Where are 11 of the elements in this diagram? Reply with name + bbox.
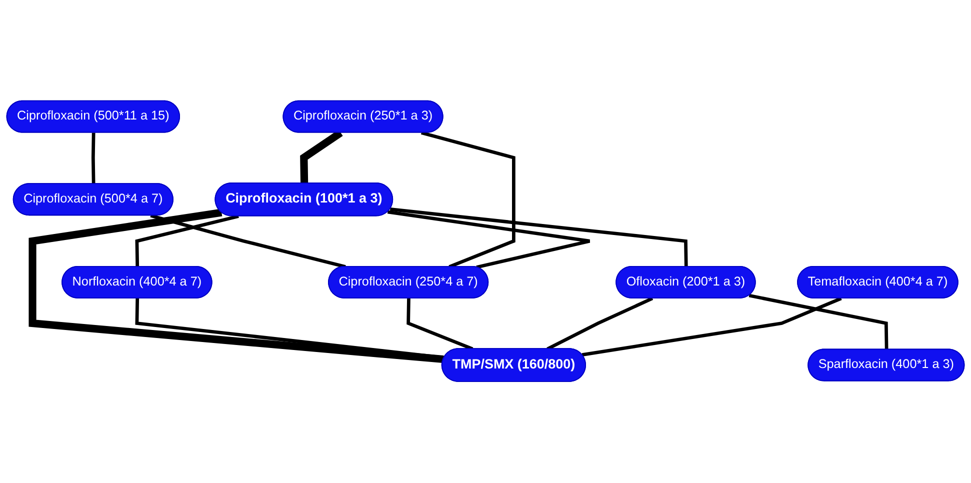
connector: [406, 298, 474, 351]
connector: [546, 297, 654, 351]
connector: [582, 297, 842, 357]
connector: [387, 210, 592, 270]
connector: [420, 132, 516, 269]
connector: [748, 294, 888, 350]
connector: [390, 208, 688, 268]
connector: [28, 209, 444, 364]
connector: [135, 214, 239, 268]
connector: [91, 133, 96, 184]
connector: [150, 214, 346, 269]
